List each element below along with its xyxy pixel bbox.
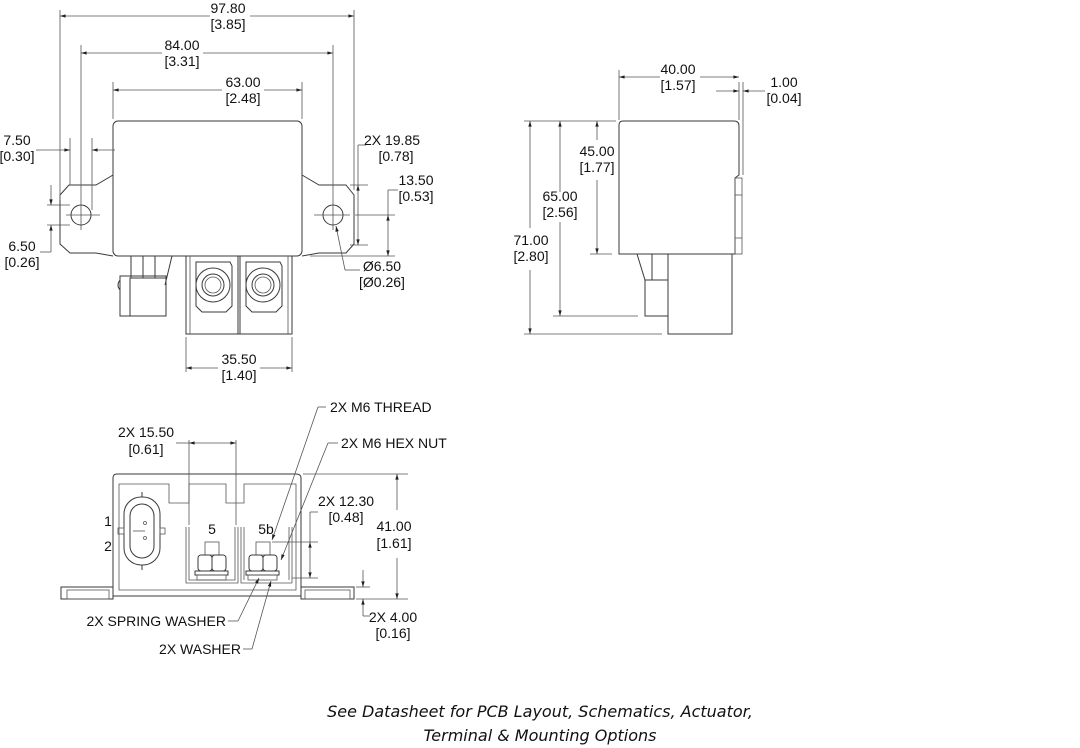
front-view: 97.80 [3.85] 84.00 [3.31] 63.00 [2.48] 7… [0,0,434,383]
pin-2-label: 2 [104,538,112,554]
dim-height-inch: [1.61] [376,535,411,551]
callout-m6-hex-nut: 2X M6 HEX NUT [341,435,447,451]
dim-body-width: 63.00 [225,74,260,90]
side-view: 40.00 [1.57] 1.00 [0.04] 45.00 [1.77] 65… [513,61,802,335]
dim-flange-offset: 7.50 [3,132,30,148]
dim-terminal-width: 35.50 [221,351,256,367]
dim-hole-spacing-inch: [3.31] [164,53,199,69]
dim-body-width-inch: [2.48] [225,90,260,106]
connector [117,255,173,317]
dim-lip: 1.00 [770,74,797,90]
power-terminals [185,255,293,335]
callout-washer: 2X WASHER [159,641,241,657]
housing-outline [112,473,302,597]
dim-terminal-pitch-inch: [0.61] [128,441,163,457]
dim-hole-diameter-inch: [Ø0.26] [359,274,405,290]
terminal-5b-label: 5b [258,521,274,537]
dim-flange-height: 2X 19.85 [364,132,420,148]
callout-spring-washer: 2X SPRING WASHER [86,613,226,629]
terminal-5b-hardware [245,541,280,581]
datasheet-note-line2: Terminal & Mounting Options [423,726,657,745]
dim-terminal-pitch: 2X 15.50 [118,424,174,440]
datasheet-note-line1: See Datasheet for PCB Layout, Schematics… [327,702,753,721]
dim-terminal-height-inch: [2.56] [542,204,577,220]
dim-overall-height-inch: [2.80] [513,248,548,264]
callout-m6-thread: 2X M6 THREAD [330,399,432,415]
dim-depth: 40.00 [660,61,695,77]
dim-overall-width-inch: [3.85] [210,16,245,32]
dim-hole-edge: 6.50 [8,238,35,254]
relay-body [112,120,303,257]
dim-height: 41.00 [376,518,411,534]
dim-overall-height: 71.00 [513,232,548,248]
dim-hole-diameter: Ø6.50 [363,258,401,274]
dim-flange-thickness-inch: [0.16] [375,625,410,641]
bottom-view: 1 2 5 5b 2X 15.50 [0.61] 2X M6 T [60,399,447,657]
dim-lip-inch: [0.04] [766,90,801,106]
pin-connector [117,492,166,570]
dim-stud-height-inch: [0.48] [328,509,363,525]
dim-overall-width: 97.80 [210,0,245,16]
dim-body-height-inch: [1.77] [579,159,614,175]
terminal-5-label: 5 [208,521,216,537]
pin-1-label: 1 [104,513,112,529]
dim-depth-inch: [1.57] [660,77,695,93]
dim-hole-height-inch: [0.53] [398,188,433,204]
dim-body-height: 45.00 [579,143,614,159]
dim-flange-offset-inch: [0.30] [0,148,35,164]
terminal-5-hardware [194,541,229,581]
dim-hole-edge-inch: [0.26] [4,254,39,270]
dim-hole-height: 13.50 [398,172,433,188]
left-mounting-flange [59,174,114,257]
dim-terminal-height: 65.00 [542,188,577,204]
dim-flange-thickness: 2X 4.00 [369,609,417,625]
side-body [618,120,740,255]
dim-flange-height-inch: [0.78] [378,148,413,164]
dim-terminal-width-inch: [1.40] [221,367,256,383]
dim-stud-height: 2X 12.30 [318,493,374,509]
dim-hole-spacing: 84.00 [164,37,199,53]
right-mounting-flange [301,174,355,257]
